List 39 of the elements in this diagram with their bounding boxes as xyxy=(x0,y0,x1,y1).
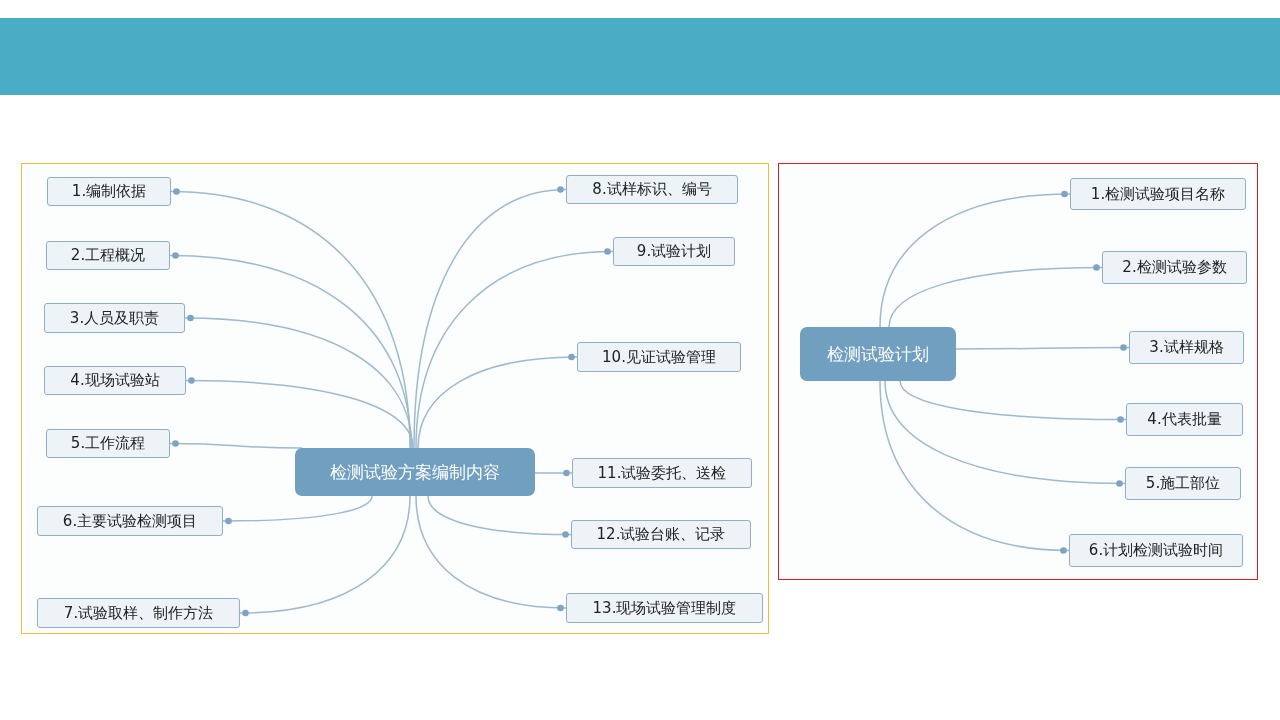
topic-box: 9.试验计划 xyxy=(613,237,735,266)
connector-line xyxy=(879,380,1070,554)
topic-box: 5.施工部位 xyxy=(1125,467,1241,500)
connector-line xyxy=(427,495,572,538)
connector-line xyxy=(222,495,373,525)
connector-line xyxy=(534,469,573,477)
topic-box: 6.主要试验检测项目 xyxy=(37,506,223,536)
topic-box: 4.现场试验站 xyxy=(44,366,186,395)
topic-box: 2.工程概况 xyxy=(46,241,170,270)
topic-box: 6.计划检测试验时间 xyxy=(1069,534,1243,567)
central-topic-box: 检测试验计划 xyxy=(800,327,956,381)
connector-line xyxy=(955,344,1130,351)
topic-box: 10.见证试验管理 xyxy=(577,342,741,372)
topic-box: 2.检测试验参数 xyxy=(1102,251,1247,284)
topic-box: 8.试样标识、编号 xyxy=(566,175,738,204)
connector-line xyxy=(169,440,303,449)
topic-box: 13.现场试验管理制度 xyxy=(566,593,763,623)
topic-box: 12.试验台账、记录 xyxy=(571,520,751,549)
connector-line xyxy=(239,495,411,617)
connector-line xyxy=(415,248,614,449)
connector-line xyxy=(417,353,578,449)
connector-line xyxy=(899,380,1127,423)
topic-box: 1.检测试验项目名称 xyxy=(1070,178,1246,210)
connector-line xyxy=(415,495,567,612)
central-topic-box: 检测试验方案编制内容 xyxy=(295,448,535,496)
topic-box: 11.试验委托、送检 xyxy=(572,458,752,488)
connector-line xyxy=(170,188,411,449)
connector-line xyxy=(185,377,414,449)
connector-line xyxy=(184,314,413,449)
connector-line xyxy=(879,190,1071,328)
topic-box: 4.代表批量 xyxy=(1126,403,1243,436)
topic-box: 1.编制依据 xyxy=(47,177,171,206)
connector-line xyxy=(884,380,1126,487)
topic-box: 3.试样规格 xyxy=(1129,331,1244,364)
topic-box: 7.试验取样、制作方法 xyxy=(37,598,240,628)
topic-box: 3.人员及职责 xyxy=(44,303,185,333)
connector-line xyxy=(888,264,1103,328)
connector-line xyxy=(413,186,567,449)
topic-box: 5.工作流程 xyxy=(46,429,170,458)
